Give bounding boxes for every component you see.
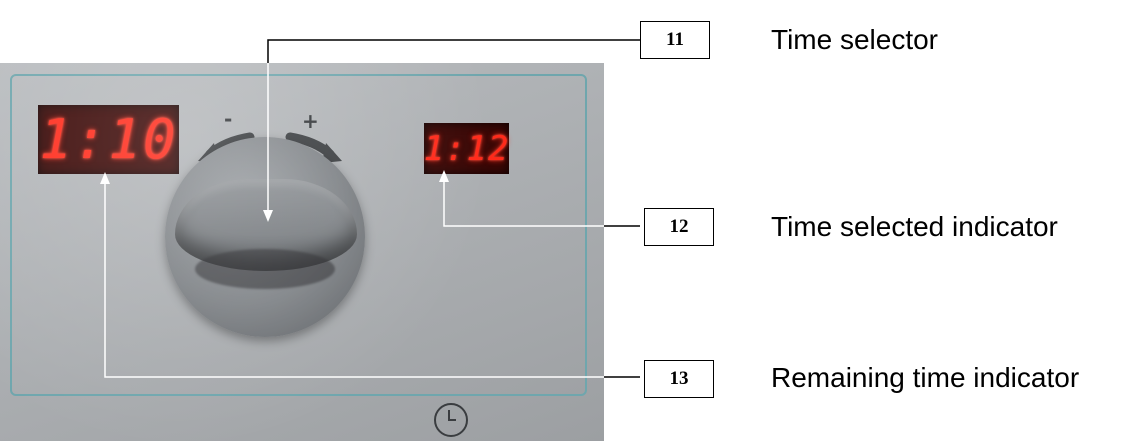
time-selector-knob[interactable]	[165, 137, 365, 337]
remaining-time-value: 1:10	[39, 108, 178, 171]
remaining-time-display: 1:10	[38, 105, 179, 174]
selected-time-value: 1:12	[423, 128, 510, 169]
callout-label-time-selector: Time selector	[771, 24, 939, 55]
selected-time-display: 1:12	[424, 123, 509, 174]
callout-number-12: 12	[644, 208, 714, 246]
callout-label-remaining-time-indicator: Remaining time indicator	[771, 362, 1080, 393]
callout-number-11: 11	[640, 21, 710, 59]
control-panel-photo: 1:10 1:12 - +	[0, 63, 604, 441]
callout-number-13: 13	[644, 360, 714, 398]
increase-sign: +	[302, 109, 319, 133]
decrease-sign: -	[224, 107, 233, 131]
callout-label-time-selected-indicator: Time selected indicator	[771, 211, 1058, 242]
clock-icon	[434, 403, 468, 437]
knob-shadow	[195, 249, 335, 289]
